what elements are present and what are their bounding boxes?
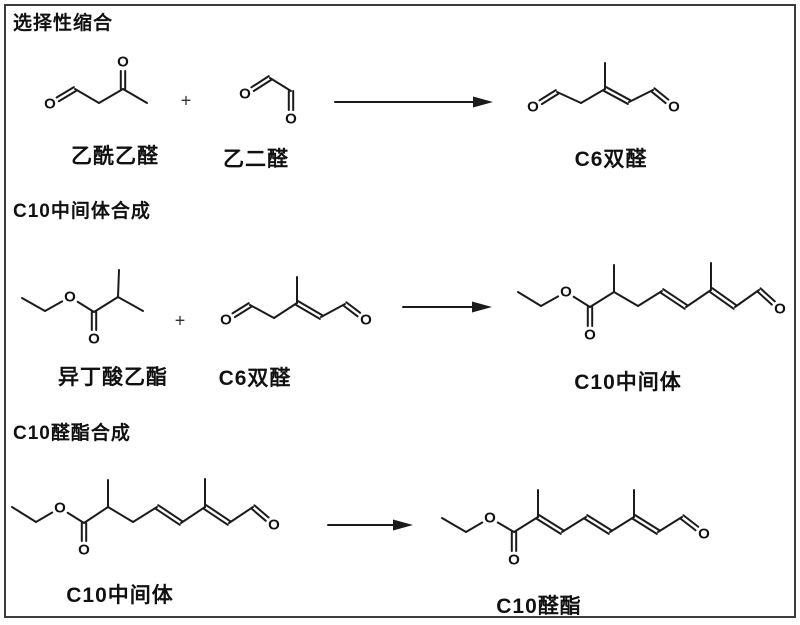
- plus-sign-1: +: [180, 90, 192, 111]
- section-2-heading: C10中间体合成: [13, 201, 151, 222]
- molecule-glyoxal: OO: [239, 75, 297, 128]
- atom-label-oxygen: O: [584, 327, 596, 344]
- atom-label-oxygen: O: [484, 510, 496, 527]
- label-glyoxal: 乙二醛: [223, 148, 289, 171]
- atom-label-oxygen: O: [508, 552, 520, 569]
- atom-label-oxygen: O: [560, 284, 572, 301]
- atom-label-oxygen: O: [360, 312, 372, 329]
- label-c10-intermediate-2: C10中间体: [66, 584, 174, 607]
- atom-label-oxygen: O: [220, 312, 232, 329]
- atom-label-oxygen: O: [268, 517, 280, 534]
- atom-label-oxygen: O: [698, 526, 710, 543]
- molecule-c10-aldehyde-ester: O O O: [441, 489, 710, 569]
- molecule-c10-intermediate-2: O O O: [11, 478, 280, 559]
- label-c10-aldehyde-ester: C10醛酯: [496, 595, 582, 618]
- atom-label-oxygen: O: [88, 331, 100, 348]
- atom-label-oxygen: O: [527, 99, 539, 116]
- section-1-heading: 选择性缩合: [13, 13, 114, 34]
- label-ethyl-isobutyrate: 异丁酸乙酯: [58, 366, 168, 389]
- plus-sign-2: +: [174, 310, 186, 331]
- label-acetyl-acetaldehyde: 乙酰乙醛: [71, 145, 159, 168]
- molecule-ethyl-isobutyrate: OO: [21, 269, 144, 348]
- reaction-arrow: [402, 301, 492, 313]
- atom-label-oxygen: O: [774, 301, 786, 318]
- atom-label-oxygen: O: [668, 99, 680, 116]
- molecule-acetyl-acetaldehyde: OO: [44, 54, 148, 113]
- atom-label-oxygen: O: [117, 54, 129, 71]
- reaction-arrow: [334, 96, 493, 108]
- label-c10-intermediate-1: C10中间体: [574, 371, 682, 394]
- atom-label-oxygen: O: [285, 111, 297, 128]
- reaction-arrow: [327, 519, 413, 531]
- atom-label-oxygen: O: [54, 500, 66, 517]
- atom-label-oxygen: O: [239, 86, 251, 103]
- atom-label-oxygen: O: [78, 542, 90, 559]
- section-3-heading: C10醛酯合成: [13, 423, 131, 444]
- atom-label-oxygen: O: [64, 289, 76, 306]
- label-c6-dialdehyde-1: C6双醛: [574, 148, 648, 171]
- label-c6-dialdehyde-2: C6双醛: [218, 367, 292, 390]
- molecule-c10-intermediate-1: O O O: [517, 262, 786, 344]
- atom-label-oxygen: O: [44, 96, 56, 113]
